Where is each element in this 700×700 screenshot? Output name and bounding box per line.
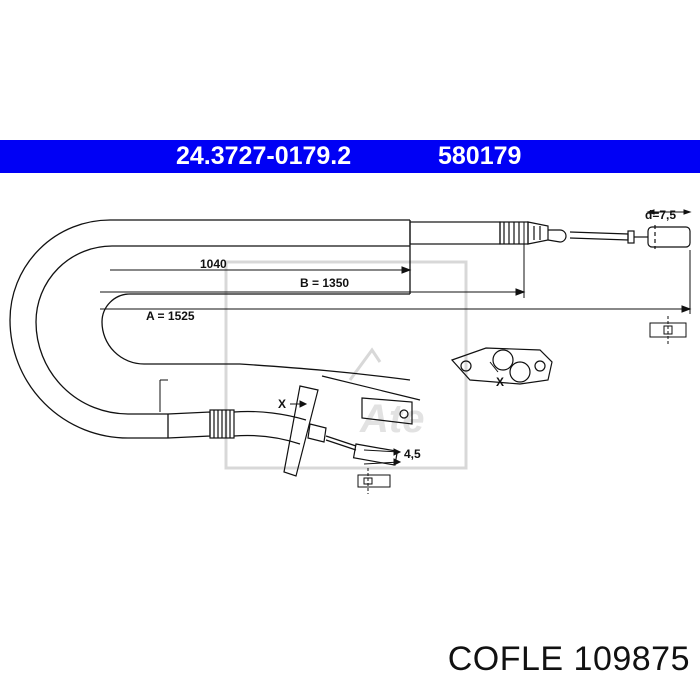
cable-sheath — [9, 219, 411, 439]
small-dim-label: 4,5 — [404, 447, 421, 461]
detail-glyph-lower — [357, 468, 391, 494]
part-number: 24.3727-0179.2 — [176, 142, 352, 170]
length-a-label: A = 1525 — [146, 309, 195, 323]
length-1040-label: 1040 — [200, 257, 227, 271]
x-label-left: X — [278, 397, 286, 411]
detail-glyph-upper — [649, 316, 687, 344]
header-bar: 24.3727-0179.2 580179 — [0, 140, 700, 173]
lower-end-fitting — [167, 375, 421, 477]
brand-name: COFLE — [447, 640, 564, 678]
length-b-label: B = 1350 — [300, 276, 349, 290]
alt-number: 580179 — [438, 142, 522, 170]
dimension-lines — [100, 209, 692, 412]
section-markers — [290, 361, 499, 408]
upper-end-fitting — [409, 221, 691, 249]
d-label: d=7,5 — [645, 208, 676, 222]
section-bracket — [450, 347, 553, 385]
brand-caption: COFLE 109875 — [448, 640, 690, 679]
brand-code: 109875 — [573, 640, 690, 678]
small-dimension — [363, 448, 402, 466]
